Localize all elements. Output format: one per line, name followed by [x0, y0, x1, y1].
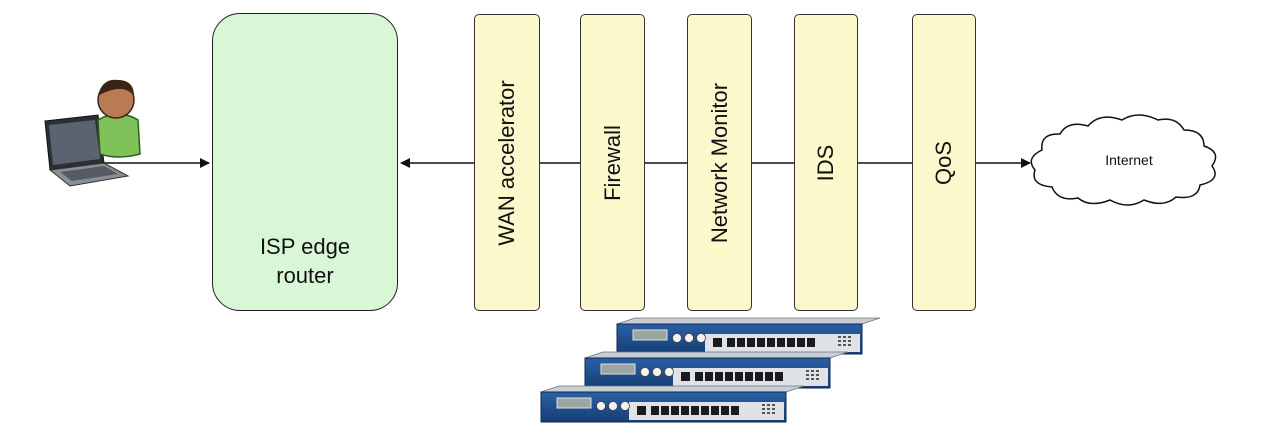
user-laptop-icon	[44, 79, 141, 187]
appliance-label: Network Monitor	[706, 82, 732, 243]
appliance-label: Firewall	[599, 124, 625, 201]
cloud-icon	[1030, 114, 1217, 206]
appliance-label: WAN accelerator	[494, 79, 519, 246]
appliance-label: QoS	[931, 140, 956, 185]
appliance-label: IDS	[813, 144, 838, 181]
appliance-qos: QoS	[912, 14, 976, 311]
network-appliance-icon	[540, 385, 805, 423]
isp-edge-router-box	[212, 13, 398, 311]
internet-label: Internet	[1105, 152, 1153, 168]
network-appliance-icon	[616, 317, 881, 355]
appliance-ids: IDS	[794, 14, 858, 311]
network-appliance-icon	[584, 351, 849, 389]
network-appliance-stack	[540, 317, 881, 423]
isp-edge-router-label: ISP edge router	[259, 234, 351, 288]
appliance-network-monitor: Network Monitor	[687, 14, 752, 311]
appliance-firewall: Firewall	[580, 14, 645, 311]
appliance-wan-accelerator: WAN accelerator	[474, 14, 540, 311]
